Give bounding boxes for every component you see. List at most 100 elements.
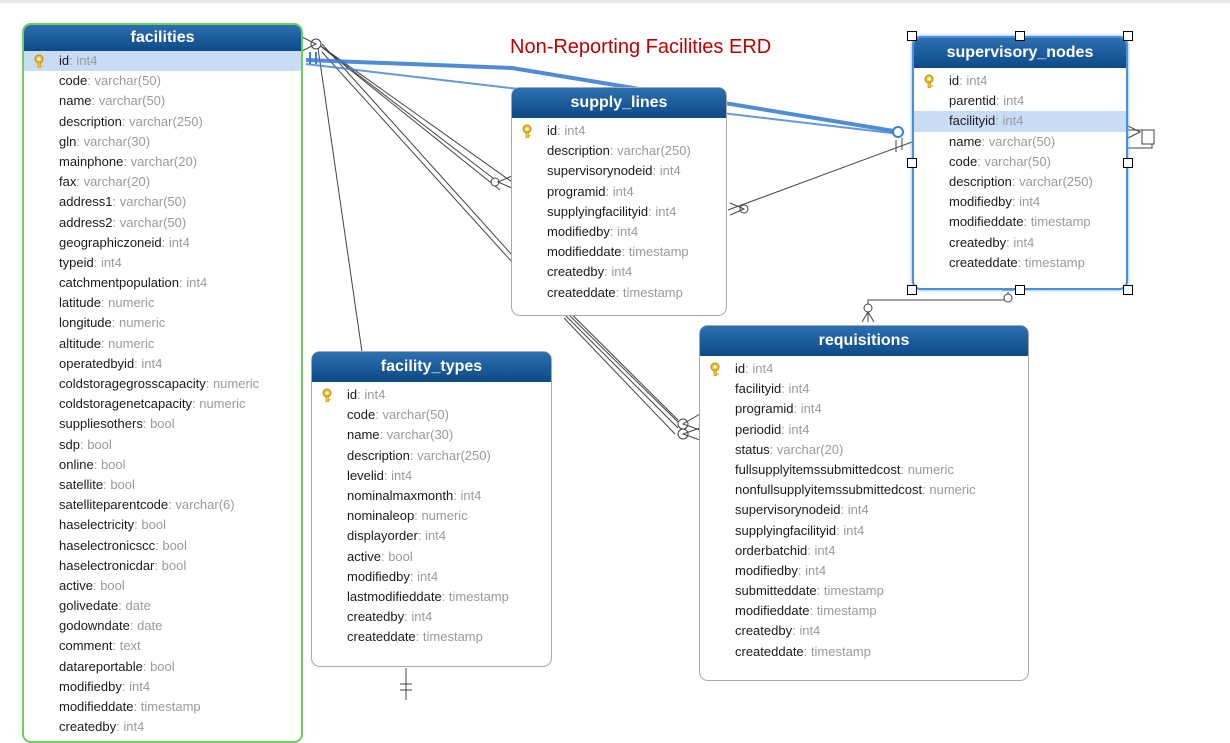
column-row[interactable]: submitteddate: timestamp — [700, 581, 1028, 601]
column-row[interactable]: datareportable: bool — [24, 657, 301, 677]
column-row[interactable]: id: int4 — [512, 121, 726, 141]
column-row[interactable]: programid: int4 — [700, 399, 1028, 419]
column-row[interactable]: comment: text — [24, 636, 301, 656]
resize-handle[interactable] — [907, 158, 917, 168]
column-row[interactable]: active: bool — [24, 576, 301, 596]
column-row[interactable]: id: int4 — [914, 71, 1126, 91]
column-row[interactable]: parentid: int4 — [914, 91, 1126, 111]
resize-handle[interactable] — [907, 31, 917, 41]
entity-header[interactable]: facility_types — [312, 352, 551, 382]
column-row[interactable]: createdby: int4 — [312, 607, 551, 627]
resize-handle[interactable] — [1123, 31, 1133, 41]
column-row[interactable]: modifiedby: int4 — [512, 222, 726, 242]
column-row[interactable]: supplyingfacilityid: int4 — [700, 521, 1028, 541]
column-row[interactable]: sdp: bool — [24, 435, 301, 455]
column-row[interactable]: fullsupplyitemssubmittedcost: numeric — [700, 460, 1028, 480]
column-row[interactable]: programid: int4 — [512, 182, 726, 202]
column-row[interactable]: lastmodifieddate: timestamp — [312, 587, 551, 607]
column-row[interactable]: id: int4 — [312, 385, 551, 405]
entity-header[interactable]: supply_lines — [512, 88, 726, 118]
column-row[interactable]: address1: varchar(50) — [24, 192, 301, 212]
column-row[interactable]: modifieddate: timestamp — [914, 212, 1126, 232]
column-row[interactable]: latitude: numeric — [24, 293, 301, 313]
column-row[interactable]: modifieddate: timestamp — [24, 697, 301, 717]
column-row[interactable]: id: int4 — [24, 51, 301, 72]
column-row[interactable]: nominaleop: numeric — [312, 506, 551, 526]
column-row[interactable]: description: varchar(250) — [312, 446, 551, 466]
column-row[interactable]: name: varchar(50) — [914, 132, 1126, 152]
column-row[interactable]: orderbatchid: int4 — [700, 541, 1028, 561]
resize-handle[interactable] — [907, 285, 917, 295]
column-row[interactable]: haselectronicdar: bool — [24, 556, 301, 576]
column-row[interactable]: longitude: numeric — [24, 313, 301, 333]
column-row[interactable]: coldstoragenetcapacity: numeric — [24, 394, 301, 414]
column-row[interactable]: createdby: int4 — [700, 621, 1028, 641]
column-row[interactable]: code: varchar(50) — [914, 152, 1126, 172]
column-row[interactable]: supervisorynodeid: int4 — [512, 161, 726, 181]
column-row[interactable]: createddate: timestamp — [700, 642, 1028, 662]
resize-handle[interactable] — [1123, 158, 1133, 168]
column-row[interactable]: name: varchar(50) — [24, 91, 301, 111]
column-row[interactable]: id: int4 — [700, 359, 1028, 379]
column-row[interactable]: satellite: bool — [24, 475, 301, 495]
column-row[interactable]: haselectronicscc: bool — [24, 536, 301, 556]
column-row[interactable]: nominalmaxmonth: int4 — [312, 486, 551, 506]
column-row[interactable]: modifiedby: int4 — [312, 567, 551, 587]
column-row[interactable]: catchmentpopulation: int4 — [24, 273, 301, 293]
column-row[interactable]: geographiczoneid: int4 — [24, 233, 301, 253]
column-row[interactable]: createddate: timestamp — [512, 283, 726, 303]
column-row[interactable]: code: varchar(50) — [312, 405, 551, 425]
column-row[interactable]: displayorder: int4 — [312, 526, 551, 546]
column-row[interactable]: supervisorynodeid: int4 — [700, 500, 1028, 520]
resize-handle[interactable] — [1015, 31, 1025, 41]
resize-handle[interactable] — [1123, 285, 1133, 295]
column-row[interactable]: gln: varchar(30) — [24, 132, 301, 152]
column-row[interactable]: suppliesothers: bool — [24, 414, 301, 434]
column-row[interactable]: name: varchar(30) — [312, 425, 551, 445]
column-row[interactable]: satelliteparentcode: varchar(6) — [24, 495, 301, 515]
column-row[interactable]: haselectricity: bool — [24, 515, 301, 535]
entity-header[interactable]: requisitions — [700, 326, 1028, 356]
resize-handle[interactable] — [1015, 285, 1025, 295]
column-row[interactable]: modifieddate: timestamp — [700, 601, 1028, 621]
column-row[interactable]: typeid: int4 — [24, 253, 301, 273]
column-row[interactable]: createdby: int4 — [512, 262, 726, 282]
column-row[interactable]: facilityid: int4 — [914, 111, 1126, 132]
column-row[interactable]: periodid: int4 — [700, 420, 1028, 440]
column-row[interactable]: address2: varchar(50) — [24, 213, 301, 233]
column-row[interactable]: active: bool — [312, 547, 551, 567]
column-row[interactable]: description: varchar(250) — [24, 112, 301, 132]
column-row[interactable]: createddate: timestamp — [914, 253, 1126, 273]
column-row[interactable]: levelid: int4 — [312, 466, 551, 486]
column-row[interactable]: modifiedby: int4 — [700, 561, 1028, 581]
column-row[interactable]: altitude: numeric — [24, 334, 301, 354]
column-row[interactable]: coldstoragegrosscapacity: numeric — [24, 374, 301, 394]
entity-header[interactable]: facilities — [24, 25, 301, 51]
column-row[interactable]: operatedbyid: int4 — [24, 354, 301, 374]
column-row[interactable]: modifiedby: int4 — [914, 192, 1126, 212]
column-row[interactable]: online: bool — [24, 455, 301, 475]
column-row[interactable]: status: varchar(20) — [700, 440, 1028, 460]
column-row[interactable]: createdby: int4 — [914, 233, 1126, 253]
column-row[interactable]: facilityid: int4 — [700, 379, 1028, 399]
column-row[interactable]: description: varchar(250) — [914, 172, 1126, 192]
column-row[interactable]: nonfullsupplyitemssubmittedcost: numeric — [700, 480, 1028, 500]
column-row[interactable]: godowndate: date — [24, 616, 301, 636]
column-row[interactable]: code: varchar(50) — [24, 71, 301, 91]
column-row[interactable]: createddate: timestamp — [312, 627, 551, 647]
column-row[interactable]: modifieddate: timestamp — [512, 242, 726, 262]
column-name: id — [59, 53, 70, 68]
column-row[interactable]: description: varchar(250) — [512, 141, 726, 161]
entity-header[interactable]: supervisory_nodes — [914, 38, 1126, 68]
column-row[interactable]: golivedate: date — [24, 596, 301, 616]
column-row[interactable]: mainphone: varchar(20) — [24, 152, 301, 172]
column-row[interactable]: modifiedby: int4 — [24, 677, 301, 697]
column-row[interactable]: fax: varchar(20) — [24, 172, 301, 192]
column-row[interactable]: supplyingfacilityid: int4 — [512, 202, 726, 222]
column-row[interactable]: createdby: int4 — [24, 717, 301, 737]
